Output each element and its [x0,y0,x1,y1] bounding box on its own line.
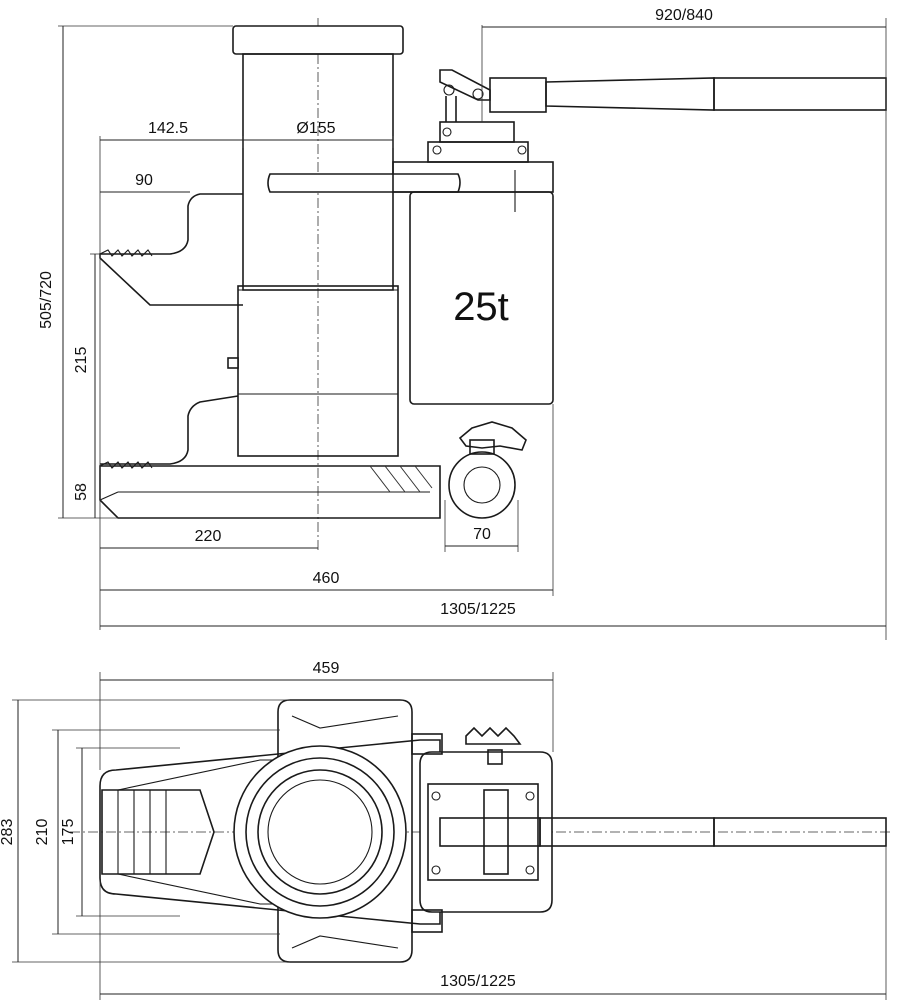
top-pump-plate [427,783,539,881]
plate-bolt-4 [525,865,535,875]
link-pin-a [443,84,455,96]
dim-toe-lift: 215 [73,347,90,374]
dim-overall-length: 1305/1225 [440,601,516,618]
dim-ram-offset: 142.5 [148,120,188,137]
toe-upper [99,193,243,306]
release-valve-body [448,451,516,519]
pump-piston-block [439,121,515,143]
handle-lever [545,77,715,111]
capacity-label: 25t [453,285,509,329]
dim-total-height: 505/720 [38,271,55,329]
top-base-outline [99,739,441,925]
top-ram-outer [233,745,407,919]
handle-grip [713,77,887,111]
ram-cap [232,25,404,55]
top-ram-inner [257,769,383,895]
dim-toe-depth: 90 [135,172,153,189]
dim-valve-width: 70 [473,526,491,543]
plate-bolt-2 [525,791,535,801]
dim-inner-width-b: 175 [60,819,77,846]
top-view: 459 283 210 175 1305/1225 [0,660,890,1000]
top-bracket-upper [411,733,443,755]
base-hatch [369,465,433,493]
dim-handle-length: 920/840 [655,7,713,24]
top-handle-grip [713,817,887,847]
top-ram-ring [245,757,395,907]
toe-serration-upper [99,249,153,257]
toe-serration-lower [99,461,153,469]
plate-bolt-1 [431,791,441,801]
top-bracket-lower [411,909,443,933]
dim-inner-width-a: 210 [34,819,51,846]
dim-overall-width: 283 [0,819,16,846]
plate-bolt-3 [431,865,441,875]
top-carry-handle [277,699,413,963]
top-ram-core [267,779,373,885]
pivot-bolt-1 [442,127,452,137]
side-view: 25t 920/840 142.5 Ø155 [38,7,887,640]
toe-lower [100,395,239,465]
top-valve-stem [487,749,503,765]
dim-toe-min: 58 [73,483,90,501]
release-valve-knob-icon [458,421,527,451]
top-pump-piston [483,789,509,875]
dim-body-length: 459 [313,660,340,677]
top-toe [101,789,215,875]
top-valve-knob-icon [465,726,522,745]
lock-pin-icon [227,357,239,369]
pivot-bolt-3 [432,145,442,155]
oil-reservoir [409,191,554,405]
dim-toe-center: 220 [195,528,222,545]
jack-body [237,285,399,457]
top-handle-inner [291,715,399,949]
dim-ram-diameter: Ø155 [296,120,335,137]
release-valve-inner [463,466,501,504]
link-pin-b [472,88,484,100]
handle-socket [489,77,547,113]
dim-bottom-overall-length: 1305/1225 [440,973,516,990]
pivot-bolt-2 [517,145,527,155]
dim-base-length: 460 [313,570,340,587]
base-bevel-left [99,491,119,501]
carry-handle [267,173,461,193]
pump-top-block [427,141,529,163]
